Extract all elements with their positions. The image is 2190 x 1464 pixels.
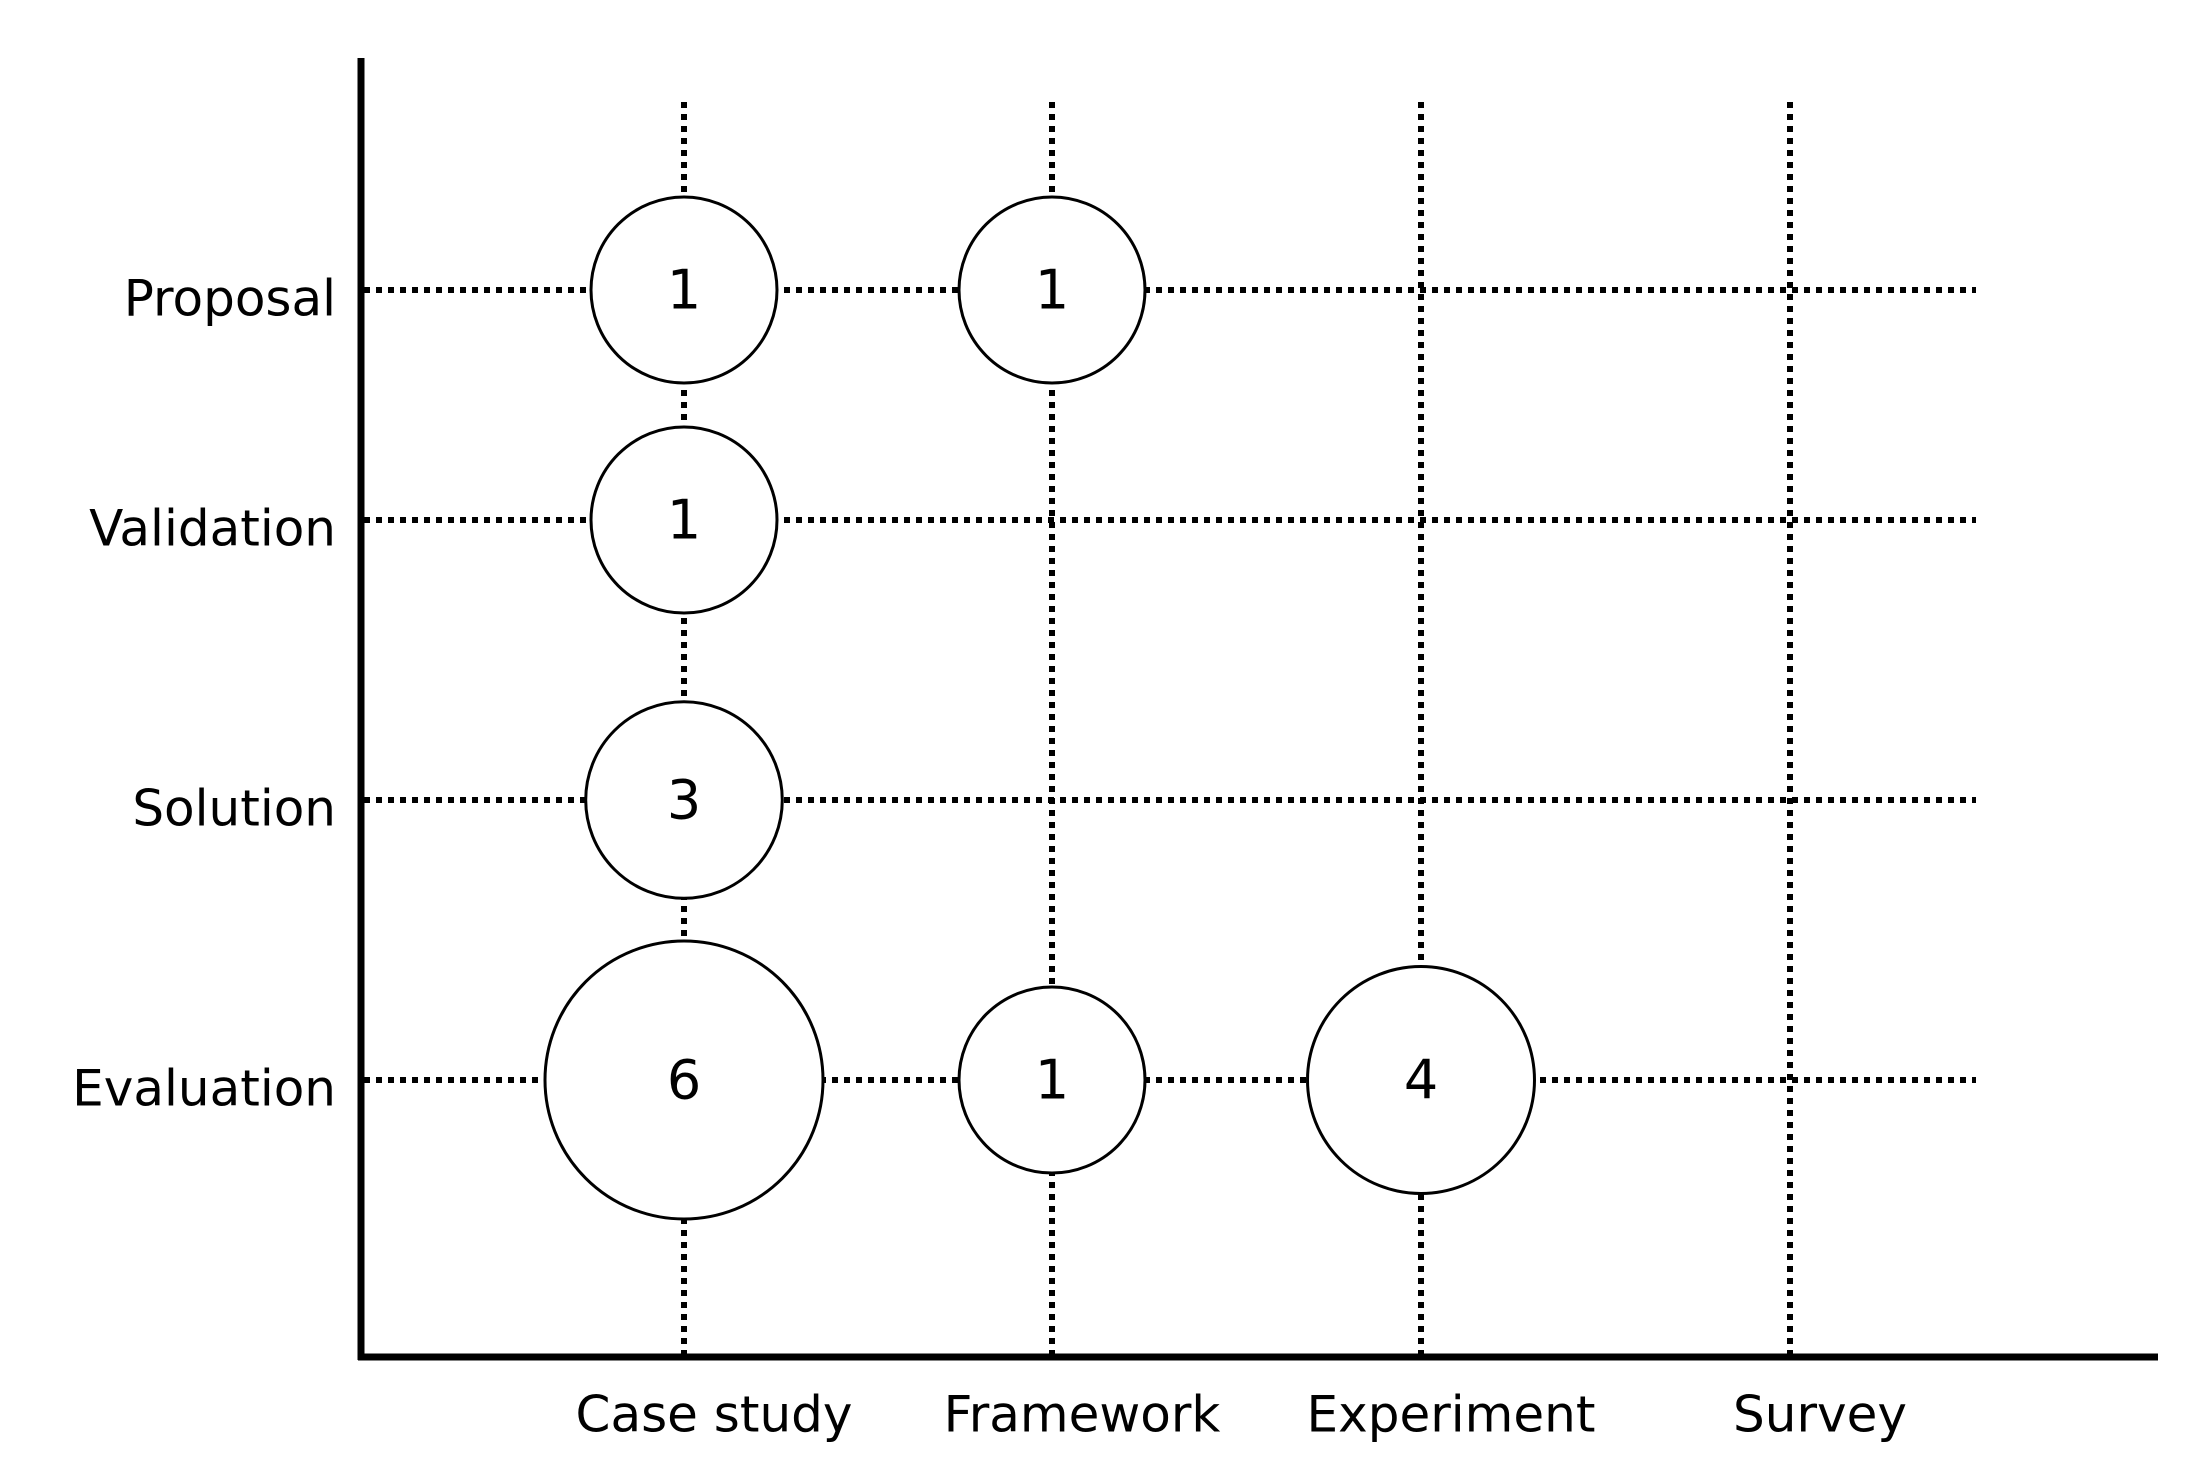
- bubble-framework-proposal: [957, 195, 1147, 385]
- y-label-proposal: Proposal: [124, 270, 336, 328]
- x-label-case-study: Case study: [576, 1386, 853, 1444]
- category-labels: ProposalValidationSolutionEvaluationCase…: [72, 270, 1907, 1444]
- bubble-label-case-study-evaluation: 6: [667, 1049, 701, 1112]
- bubble-framework-evaluation: [957, 985, 1147, 1175]
- x-label-survey: Survey: [1733, 1386, 1907, 1444]
- x-label-experiment: Experiment: [1307, 1386, 1596, 1444]
- bubble-label-case-study-validation: 1: [667, 489, 701, 552]
- bubble-label-case-study-solution: 3: [667, 769, 701, 832]
- y-label-validation: Validation: [89, 500, 336, 558]
- bubble-label-experiment-evaluation: 4: [1404, 1049, 1438, 1112]
- y-label-solution: Solution: [132, 780, 336, 838]
- x-label-framework: Framework: [944, 1386, 1221, 1444]
- y-label-evaluation: Evaluation: [72, 1060, 336, 1118]
- bubble-experiment-evaluation: [1306, 965, 1536, 1195]
- bubble-case-study-solution: [584, 700, 784, 900]
- bubble-label-framework-proposal: 1: [1035, 259, 1069, 322]
- bubble-case-study-validation: [589, 425, 779, 615]
- bubble-label-case-study-proposal: 1: [667, 259, 701, 322]
- bubble-case-study-evaluation: [543, 939, 825, 1221]
- bubble-label-framework-evaluation: 1: [1035, 1049, 1069, 1112]
- bubbles: 1 1 1 3 6 1 4: [543, 195, 1536, 1221]
- bubble-case-study-proposal: [589, 195, 779, 385]
